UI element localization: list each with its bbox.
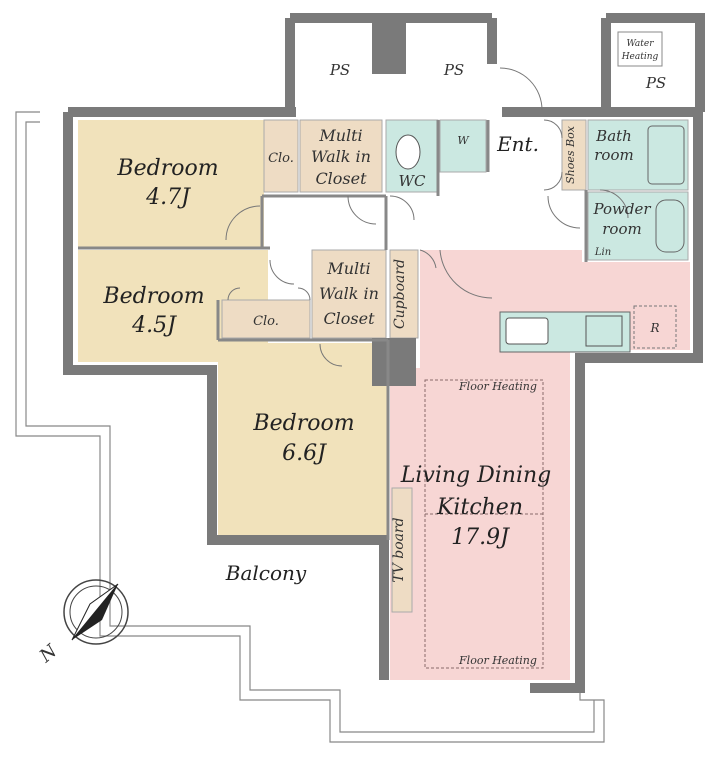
walk-in-2-line1: Multi bbox=[326, 259, 370, 278]
bedroom-6-6-size: 6.6J bbox=[282, 441, 327, 466]
ps-label-right: PS bbox=[443, 61, 464, 79]
balcony-label: Balcony bbox=[225, 561, 307, 585]
bedroom-6-6-area bbox=[218, 343, 388, 536]
floor-heating-top-label: Floor Heating bbox=[458, 380, 537, 393]
walk-in-1-line2: Walk in bbox=[311, 147, 371, 166]
bedroom-4-7-size: 4.7J bbox=[145, 185, 191, 210]
washer-area bbox=[439, 119, 487, 173]
entrance-label: Ent. bbox=[496, 132, 539, 156]
ps-label-left: PS bbox=[329, 61, 350, 79]
washbasin bbox=[655, 199, 685, 253]
shoes-box-label: Shoes Box bbox=[564, 125, 577, 184]
powder-room-line2: room bbox=[602, 220, 641, 238]
walk-in-1-line3: Closet bbox=[315, 169, 367, 188]
walk-in-2-area bbox=[311, 249, 387, 339]
ldk-name-line2: Kitchen bbox=[436, 495, 523, 520]
closet-1-label: Clo. bbox=[268, 151, 294, 166]
bathtub bbox=[647, 125, 685, 185]
bathroom-line2: room bbox=[594, 146, 633, 164]
closet-2-label: Clo. bbox=[253, 314, 279, 329]
kitchen-sink bbox=[505, 317, 549, 345]
closet-2-area bbox=[221, 299, 311, 339]
bathroom-line1: Bath bbox=[595, 127, 632, 145]
walk-in-2-line2: Walk in bbox=[319, 284, 379, 303]
floor-heating-bottom-label: Floor Heating bbox=[458, 654, 537, 667]
powder-room-line1: Powder bbox=[592, 200, 651, 218]
kitchen-stove bbox=[585, 315, 623, 347]
ps-label-far: PS bbox=[645, 74, 666, 92]
water-heating-line1: Water bbox=[626, 39, 654, 49]
bedroom-4-5-size: 4.5J bbox=[131, 313, 177, 338]
ps-column bbox=[372, 18, 406, 74]
north-label: N bbox=[35, 640, 62, 668]
refrigerator-label: R bbox=[649, 321, 659, 335]
tv-board-label: TV board bbox=[391, 517, 407, 582]
floor-heating-zone bbox=[424, 379, 544, 669]
ldk-name-line1: Living Dining bbox=[400, 463, 552, 488]
compass-icon: N bbox=[35, 579, 129, 668]
wc-label: WC bbox=[399, 172, 426, 190]
water-heating-line2: Heating bbox=[621, 52, 659, 62]
walk-in-1-area bbox=[299, 119, 383, 193]
ldk-size: 17.9J bbox=[451, 525, 510, 550]
structural-column bbox=[372, 338, 416, 386]
shoes-box-area bbox=[561, 119, 587, 191]
linen-label: Lin bbox=[594, 247, 611, 258]
cupboard-label: Cupboard bbox=[392, 259, 408, 329]
ldk-area bbox=[390, 250, 690, 680]
walk-in-2-line3: Closet bbox=[323, 309, 375, 328]
interior-walls bbox=[78, 120, 588, 540]
walk-in-1-line1: Multi bbox=[318, 126, 362, 145]
toilet-icon bbox=[395, 134, 421, 170]
closet-1-area bbox=[263, 119, 299, 193]
cupboard-area bbox=[389, 249, 419, 339]
water-heating-box bbox=[617, 31, 663, 67]
bedroom-4-7-area bbox=[78, 120, 264, 248]
bedroom-4-5-name: Bedroom bbox=[102, 284, 204, 309]
tv-board-area bbox=[391, 487, 413, 613]
bedroom-6-6-name: Bedroom bbox=[252, 411, 354, 436]
bedroom-4-7-name: Bedroom bbox=[116, 156, 218, 181]
balcony-outline bbox=[15, 111, 605, 743]
refrigerator-space bbox=[633, 305, 677, 349]
door-swings bbox=[225, 67, 629, 367]
washer-label: W bbox=[457, 134, 470, 147]
walls bbox=[63, 13, 705, 693]
